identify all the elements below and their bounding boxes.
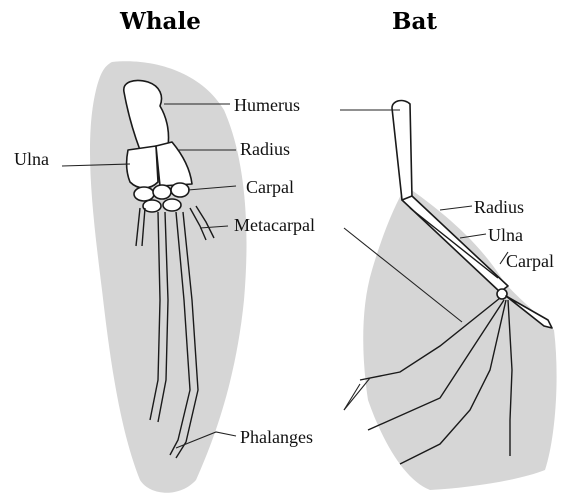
whale-flipper	[90, 61, 247, 492]
bat-title: Bat	[392, 8, 437, 35]
label-humerus: Humerus	[234, 96, 300, 114]
label-ulna-bat: Ulna	[488, 226, 523, 244]
label-carpal-bat: Carpal	[506, 252, 554, 270]
bat-wing-membrane	[363, 186, 556, 490]
label-ulna-whale: Ulna	[14, 150, 49, 168]
label-radius-whale: Radius	[240, 140, 290, 158]
label-carpal-whale: Carpal	[246, 178, 294, 196]
bat-humerus-bone	[392, 101, 412, 200]
label-phalanges: Phalanges	[240, 428, 313, 446]
label-metacarpal: Metacarpal	[234, 216, 315, 234]
label-radius-bat: Radius	[474, 198, 524, 216]
whale-title: Whale	[120, 8, 201, 35]
bat-wing	[360, 101, 557, 490]
whale-ulna-bone	[127, 146, 158, 188]
bat-carpal-bone	[497, 289, 507, 299]
